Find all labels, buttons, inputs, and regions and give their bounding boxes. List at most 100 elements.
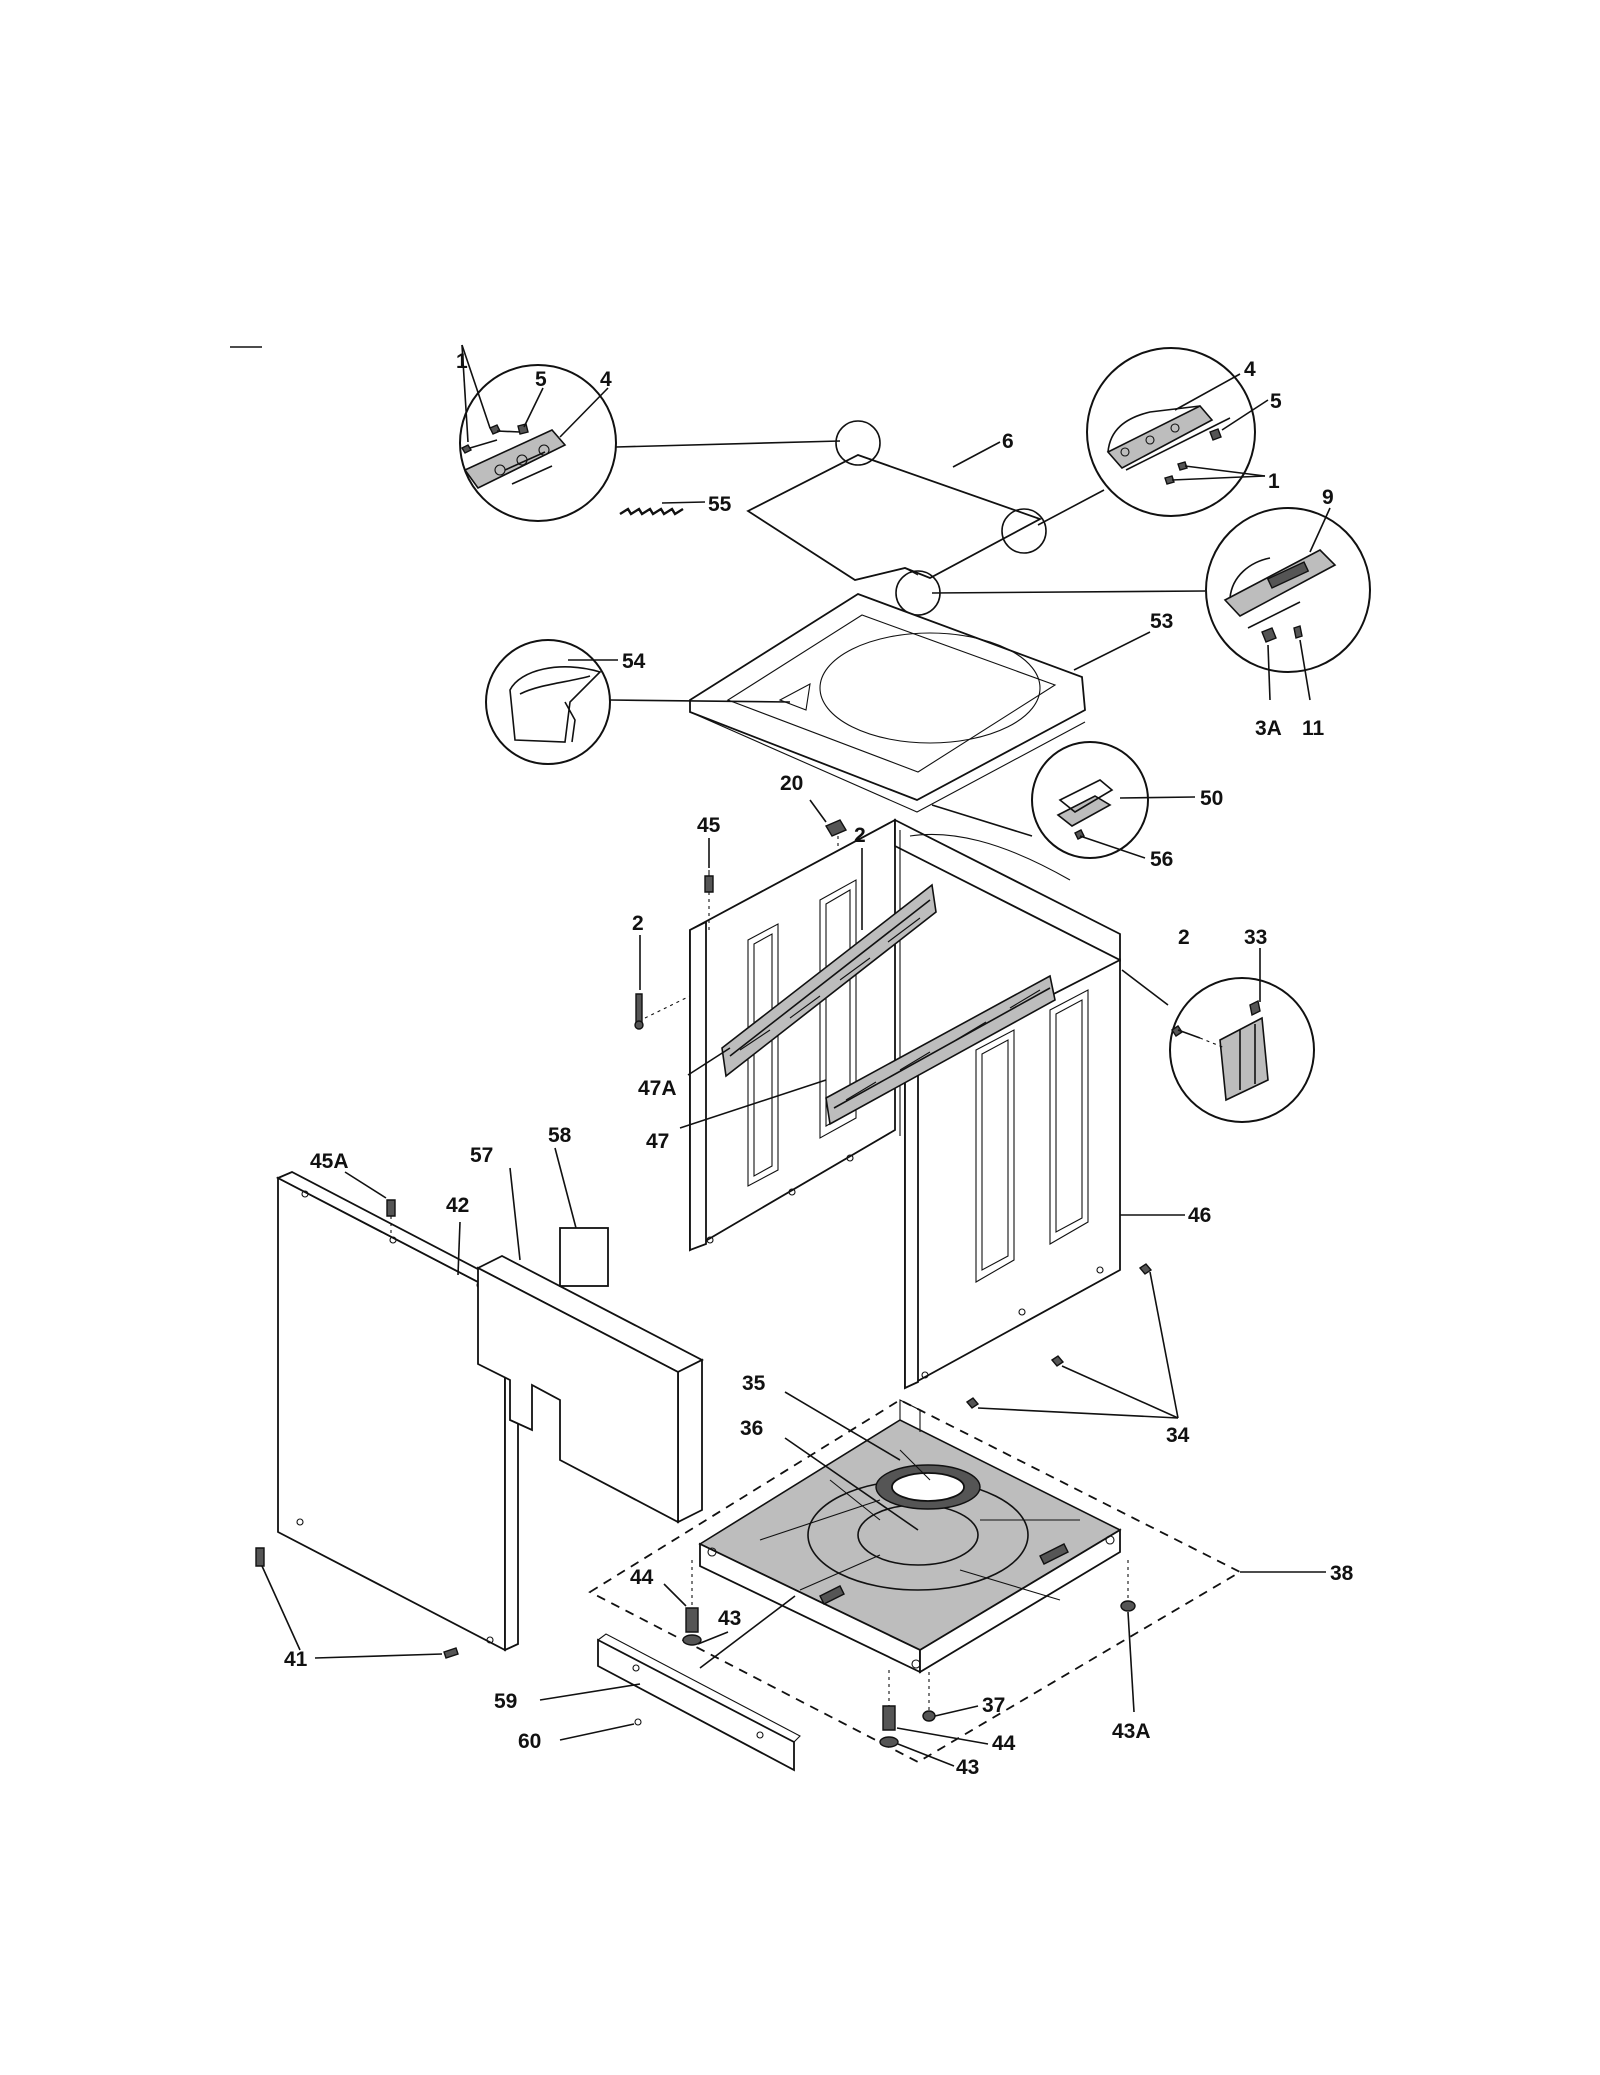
- callout-label: 54: [622, 650, 646, 673]
- leader-45A: [344, 1171, 387, 1199]
- lid-panel: [746, 420, 1047, 616]
- leader-43A: [1127, 1611, 1135, 1713]
- detail-connector-left: [615, 440, 841, 448]
- callout-label: 56: [1150, 848, 1173, 871]
- leader-1-b: [461, 344, 491, 429]
- callout-label: 1: [456, 350, 468, 373]
- screw-45A: [386, 1199, 396, 1238]
- callout-label: 33: [1244, 926, 1267, 949]
- leader-41-a: [261, 1565, 301, 1651]
- latch-detail: [1205, 507, 1371, 673]
- leader-4-left: [559, 387, 609, 438]
- callout-label: 4: [1244, 358, 1256, 381]
- callout-label: 53: [1150, 610, 1173, 633]
- leader-1-right-a: [1184, 465, 1266, 477]
- leader-1-right-b: [1171, 475, 1266, 481]
- top-cover: [689, 593, 1086, 813]
- callout-label: 4: [600, 368, 612, 391]
- screw-2-left: [634, 993, 691, 1030]
- leader-50: [1119, 796, 1196, 799]
- leader-43-left: [697, 1631, 729, 1645]
- callout-label: 60: [518, 1730, 541, 1753]
- leveling-leg-left: [682, 1560, 702, 1646]
- callout-label: 1: [1268, 470, 1280, 493]
- callout-label: 38: [1330, 1562, 1354, 1585]
- callout-label: 45A: [310, 1150, 349, 1173]
- base-assembly: [588, 1398, 1242, 1764]
- screws-34: [965, 1263, 1179, 1419]
- leader-5-right: [1221, 399, 1269, 431]
- leader-37: [934, 1705, 979, 1717]
- callout-label: 41: [284, 1648, 308, 1671]
- callout-label: 50: [1200, 787, 1223, 810]
- leader-36: [784, 1437, 919, 1531]
- callout-label: 5: [535, 368, 547, 391]
- label-plate: [559, 1227, 609, 1287]
- lid-switch-detail: [1031, 741, 1149, 859]
- leader-11: [1299, 639, 1311, 701]
- callout-label: 47A: [638, 1077, 677, 1100]
- callout-label: 43: [718, 1607, 741, 1630]
- callout-label: 46: [1188, 1204, 1211, 1227]
- callout-label: 3A: [1255, 717, 1282, 740]
- hinge-detail-right: [1086, 347, 1256, 517]
- callout-label: 44: [992, 1732, 1016, 1755]
- leader-47A: [687, 1047, 731, 1076]
- leader-54-to-cover: [609, 699, 791, 703]
- callout-label: 20: [780, 772, 803, 795]
- leader-42: [457, 1221, 461, 1276]
- door-hinge-detail: [1169, 977, 1315, 1123]
- callout-labels: 1 5 4 55 6 4 5 1 9 53 54 3A 11 20 50 56 …: [284, 350, 1354, 1779]
- hinge-detail-left: [459, 364, 617, 522]
- leader-53: [1073, 631, 1151, 671]
- leader-4-right: [1174, 373, 1241, 411]
- dispenser-detail: [485, 639, 611, 765]
- callout-label: 59: [494, 1690, 517, 1713]
- callout-label: 45: [697, 814, 721, 837]
- callout-label: 11: [1302, 717, 1325, 740]
- clip-20: [824, 819, 848, 837]
- leader-20: [809, 799, 827, 823]
- leader-44-right: [896, 1727, 989, 1745]
- leader-41-b: [314, 1653, 443, 1659]
- callout-label: 42: [446, 1194, 469, 1217]
- bracket-47: [825, 974, 1056, 1126]
- callout-label: 2: [632, 912, 644, 935]
- bracket-47A: [721, 883, 937, 1078]
- leader-59: [539, 1683, 641, 1701]
- kick-plate: [597, 1633, 801, 1772]
- leader-44-left: [663, 1583, 687, 1607]
- callout-label: 5: [1270, 390, 1282, 413]
- leveling-leg-right: [879, 1670, 936, 1748]
- callout-label: 43A: [1112, 1720, 1151, 1743]
- callout-label: 2: [1178, 926, 1190, 949]
- callout-label: 58: [548, 1124, 572, 1147]
- callout-label: 55: [708, 493, 732, 516]
- detail-connector-right-top: [1037, 489, 1105, 526]
- callout-label: 37: [982, 1694, 1005, 1717]
- leader-57: [509, 1167, 521, 1261]
- callout-label: 47: [646, 1130, 669, 1153]
- callout-label: 36: [740, 1417, 763, 1440]
- callout-label: 6: [1002, 430, 1014, 453]
- washer-43A: [1120, 1560, 1136, 1612]
- back-panel: [275, 1171, 521, 1652]
- cabinet-right-panel: [904, 958, 1121, 1390]
- callout-label: 9: [1322, 486, 1334, 509]
- callout-label: 35: [742, 1372, 766, 1395]
- screw-60: [634, 1718, 642, 1726]
- callout-label: 2: [854, 824, 866, 847]
- leader-33-to-panel: [1121, 969, 1169, 1006]
- leader-56: [1079, 835, 1146, 859]
- leader-1-a: [461, 344, 469, 443]
- callout-label: 57: [470, 1144, 493, 1167]
- callout-label: 43: [956, 1756, 979, 1779]
- detail-connector-right-mid: [931, 590, 1206, 594]
- leader-47: [679, 1079, 827, 1129]
- leader-58: [554, 1147, 577, 1229]
- leader-43-right: [897, 1743, 955, 1767]
- cabinet-left-panel: [689, 818, 896, 1252]
- callout-label: 34: [1166, 1424, 1190, 1447]
